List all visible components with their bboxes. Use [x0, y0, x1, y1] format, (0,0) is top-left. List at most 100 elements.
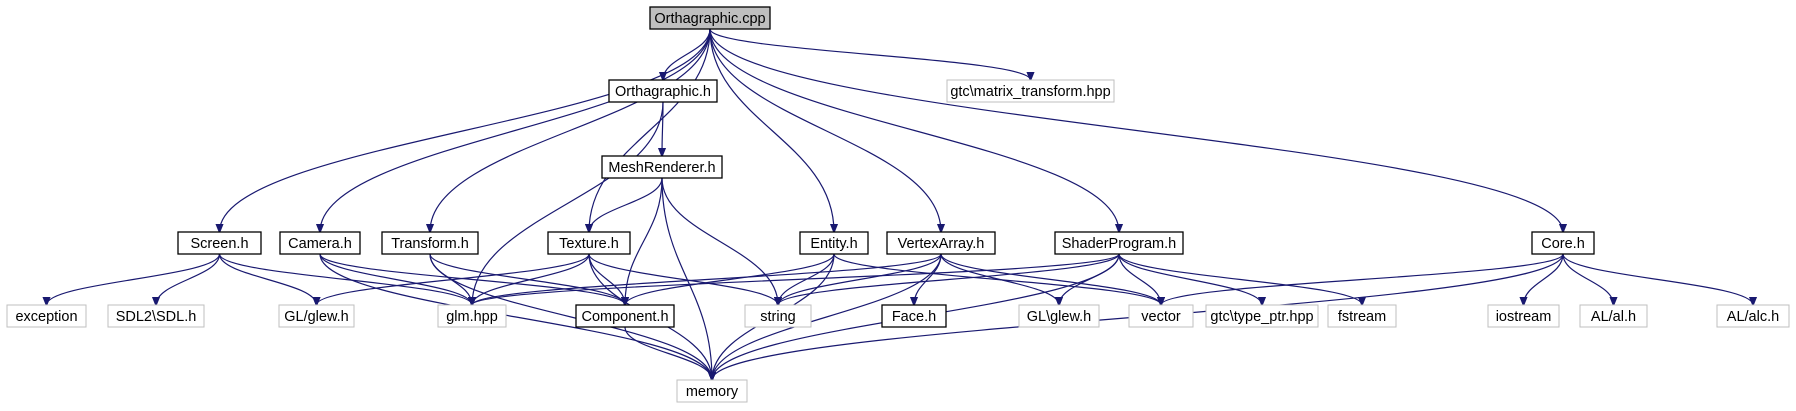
node-box [575, 304, 675, 328]
node-box [1327, 304, 1397, 328]
node-label: Core.h [1541, 236, 1585, 252]
node-label: Screen.h [190, 236, 248, 252]
node-gtc-type-ptr: gtc\type_ptr.hpp [1205, 304, 1319, 328]
edge-camera_h-to-memory [319, 253, 712, 380]
node-transform-h[interactable]: Transform.h [381, 231, 479, 255]
node-shaderprogram-h[interactable]: ShaderProgram.h [1054, 231, 1184, 255]
node-fstream: fstream [1327, 304, 1397, 328]
node-box [6, 304, 87, 328]
node-box [649, 6, 771, 30]
edge-vertexarray_h-to-gl_glew_h_2 [940, 253, 1059, 305]
edge-orthagraphic_cpp-to-shaderprogram_h [709, 28, 1119, 232]
node-core-h[interactable]: Core.h [1531, 231, 1595, 255]
node-orthagraphic-h[interactable]: Orthagraphic.h [608, 79, 718, 103]
edge-shaderprogram_h-to-string [778, 253, 1120, 305]
edge-shaderprogram_h-to-fstream [1118, 253, 1362, 305]
node-box [608, 79, 718, 103]
edge-orthagraphic_cpp-to-vertexarray_h [709, 28, 941, 232]
node-label: gtc\type_ptr.hpp [1210, 309, 1313, 325]
node-memory: memory [676, 379, 748, 403]
nodes-layer: Orthagraphic.cpp gtc\matrix_transform.hpp… [6, 6, 1790, 403]
node-label: Transform.h [391, 236, 469, 252]
edge-orthagraphic_cpp-to-transform_h [430, 28, 711, 232]
edge-vertexarray_h-to-glm_hpp [472, 253, 942, 305]
edge-vertexarray_h-to-string [778, 253, 942, 305]
node-box [547, 231, 631, 255]
edge-screen_h-to-gl_glew_h_1 [218, 253, 317, 305]
node-face-h[interactable]: Face.h [881, 304, 947, 328]
edge-shaderprogram_h-to-gtc_type_ptr [1118, 253, 1262, 305]
node-label: glm.hpp [446, 309, 498, 325]
node-camera-h[interactable]: Camera.h [279, 231, 361, 255]
edge-core_h-to-al_alc_h [1562, 253, 1753, 305]
node-orthagraphic-cpp[interactable]: Orthagraphic.cpp [649, 6, 771, 30]
edge-camera_h-to-glm_hpp [319, 253, 472, 305]
node-box [676, 379, 748, 403]
edge-texture_h-to-gl_glew_h_1 [317, 253, 590, 305]
edge-orthagraphic_cpp-to-entity_h [709, 28, 834, 232]
node-label: GL\glew.h [1027, 309, 1092, 325]
edge-entity_h-to-component_h [625, 253, 835, 305]
node-entity-h[interactable]: Entity.h [799, 231, 869, 255]
node-box [1018, 304, 1100, 328]
edge-screen_h-to-glm_hpp [218, 253, 473, 305]
node-label: AL/al.h [1591, 309, 1636, 325]
node-al-al-h: AL/al.h [1579, 304, 1648, 328]
edge-vertexarray_h-to-vector [940, 253, 1161, 305]
node-label: Face.h [892, 309, 936, 325]
node-box [1205, 304, 1319, 328]
edge-core_h-to-al_al_h [1562, 253, 1614, 305]
node-label: vector [1141, 309, 1181, 325]
node-texture-h[interactable]: Texture.h [547, 231, 631, 255]
edge-core_h-to-iostream [1524, 253, 1564, 305]
node-box [107, 304, 205, 328]
node-component-h[interactable]: Component.h [575, 304, 675, 328]
edge-shaderprogram_h-to-glm_hpp [472, 253, 1120, 305]
node-label: Camera.h [288, 236, 352, 252]
node-vertexarray-h[interactable]: VertexArray.h [886, 231, 996, 255]
node-gtc-matrix-transform: gtc\matrix_transform.hpp [946, 79, 1115, 103]
node-label: Orthagraphic.cpp [654, 11, 765, 27]
edge-meshrenderer_h-to-texture_h [589, 177, 663, 232]
node-label: MeshRenderer.h [608, 160, 715, 176]
edge-component_h-to-memory [624, 326, 712, 380]
node-box [177, 231, 262, 255]
node-box [886, 231, 996, 255]
node-label: Orthagraphic.h [615, 84, 711, 100]
edge-vertexarray_h-to-face_h [914, 253, 942, 305]
node-label: string [760, 309, 795, 325]
node-label: AL/alc.h [1727, 309, 1779, 325]
edge-texture_h-to-string [588, 253, 778, 305]
node-label: ShaderProgram.h [1062, 236, 1176, 252]
edge-camera_h-to-component_h [319, 253, 625, 305]
node-screen-h[interactable]: Screen.h [177, 231, 262, 255]
edge-meshrenderer_h-to-memory [661, 177, 712, 380]
edge-texture_h-to-glm_hpp [472, 253, 590, 305]
edge-meshrenderer_h-to-string [661, 177, 778, 305]
node-label: iostream [1496, 309, 1552, 325]
edge-texture_h-to-component_h [588, 253, 625, 305]
node-box [799, 231, 869, 255]
node-glm-hpp: glm.hpp [437, 304, 507, 328]
edge-screen_h-to-sdl2_sdl_h [156, 253, 221, 305]
node-label: Component.h [581, 309, 668, 325]
node-string: string [744, 304, 812, 328]
edge-orthagraphic_cpp-to-camera_h [320, 28, 711, 232]
node-label: SDL2\SDL.h [116, 309, 197, 325]
node-al-alc-h: AL/alc.h [1716, 304, 1790, 328]
node-label: GL/glew.h [284, 309, 349, 325]
node-box [1579, 304, 1648, 328]
node-vector: vector [1128, 304, 1194, 328]
node-box [744, 304, 812, 328]
node-box [279, 231, 361, 255]
node-label: Texture.h [559, 236, 619, 252]
node-iostream: iostream [1487, 304, 1560, 328]
node-box [946, 79, 1115, 103]
edge-transform_h-to-component_h [429, 253, 625, 305]
node-label: VertexArray.h [898, 236, 985, 252]
node-box [278, 304, 355, 328]
edges-layer [47, 28, 1754, 380]
node-label: exception [15, 309, 77, 325]
node-meshrenderer-h[interactable]: MeshRenderer.h [601, 155, 723, 179]
